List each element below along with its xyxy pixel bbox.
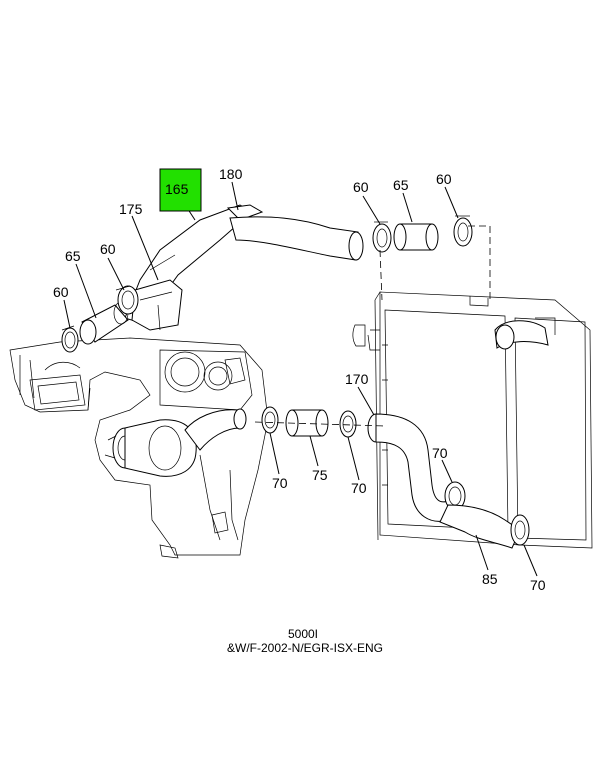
- callout-60-clamp-upper-left[interactable]: 60: [100, 241, 116, 257]
- callout-60-clamp-top-mid[interactable]: 60: [353, 179, 369, 195]
- caption-model: 5000I: [288, 627, 318, 641]
- callout-170[interactable]: 170: [345, 371, 369, 387]
- lower-crossover-tube: [184, 408, 247, 451]
- turbocharger: [104, 419, 197, 477]
- callout-70-clamp-mid-left[interactable]: 70: [272, 475, 288, 491]
- middle-hose-and-clamps: [261, 406, 357, 438]
- callout-70-clamp-right[interactable]: 70: [432, 445, 448, 461]
- top-hose-and-clamps: [372, 215, 473, 253]
- callout-165[interactable]: 165: [165, 181, 189, 197]
- charge-air-cooler: [352, 291, 593, 549]
- callouts: 165 180 175 60 65 60 60 65 60 170 70 75 …: [53, 166, 546, 593]
- tube-175-assembly: [124, 204, 264, 331]
- alignment-lines: [254, 225, 491, 427]
- callout-165-highlight[interactable]: [159, 168, 202, 212]
- engine-outline: [9, 337, 269, 559]
- left-hose-and-clamps: [61, 285, 139, 353]
- callout-175[interactable]: 175: [119, 201, 143, 217]
- callout-70-clamp-mid-right[interactable]: 70: [351, 480, 367, 496]
- tube-180: [229, 216, 364, 261]
- callout-60-clamp-top-right[interactable]: 60: [436, 171, 452, 187]
- caption-spec: &W/F-2002-N/EGR-ISX-ENG: [227, 641, 383, 655]
- diagram-caption: 5000I &W/F-2002-N/EGR-ISX-ENG: [227, 627, 383, 655]
- callout-85[interactable]: 85: [482, 571, 498, 587]
- callout-65-hose-left[interactable]: 65: [65, 248, 81, 264]
- leader-lines: [63, 181, 538, 577]
- callout-75[interactable]: 75: [312, 467, 328, 483]
- tube-170-and-hose-85: [367, 413, 530, 549]
- callout-65-hose-top[interactable]: 65: [393, 177, 409, 193]
- callout-70-clamp-bottom-right[interactable]: 70: [530, 577, 546, 593]
- callout-60-clamp-far-left[interactable]: 60: [53, 284, 69, 300]
- callout-180[interactable]: 180: [219, 166, 243, 182]
